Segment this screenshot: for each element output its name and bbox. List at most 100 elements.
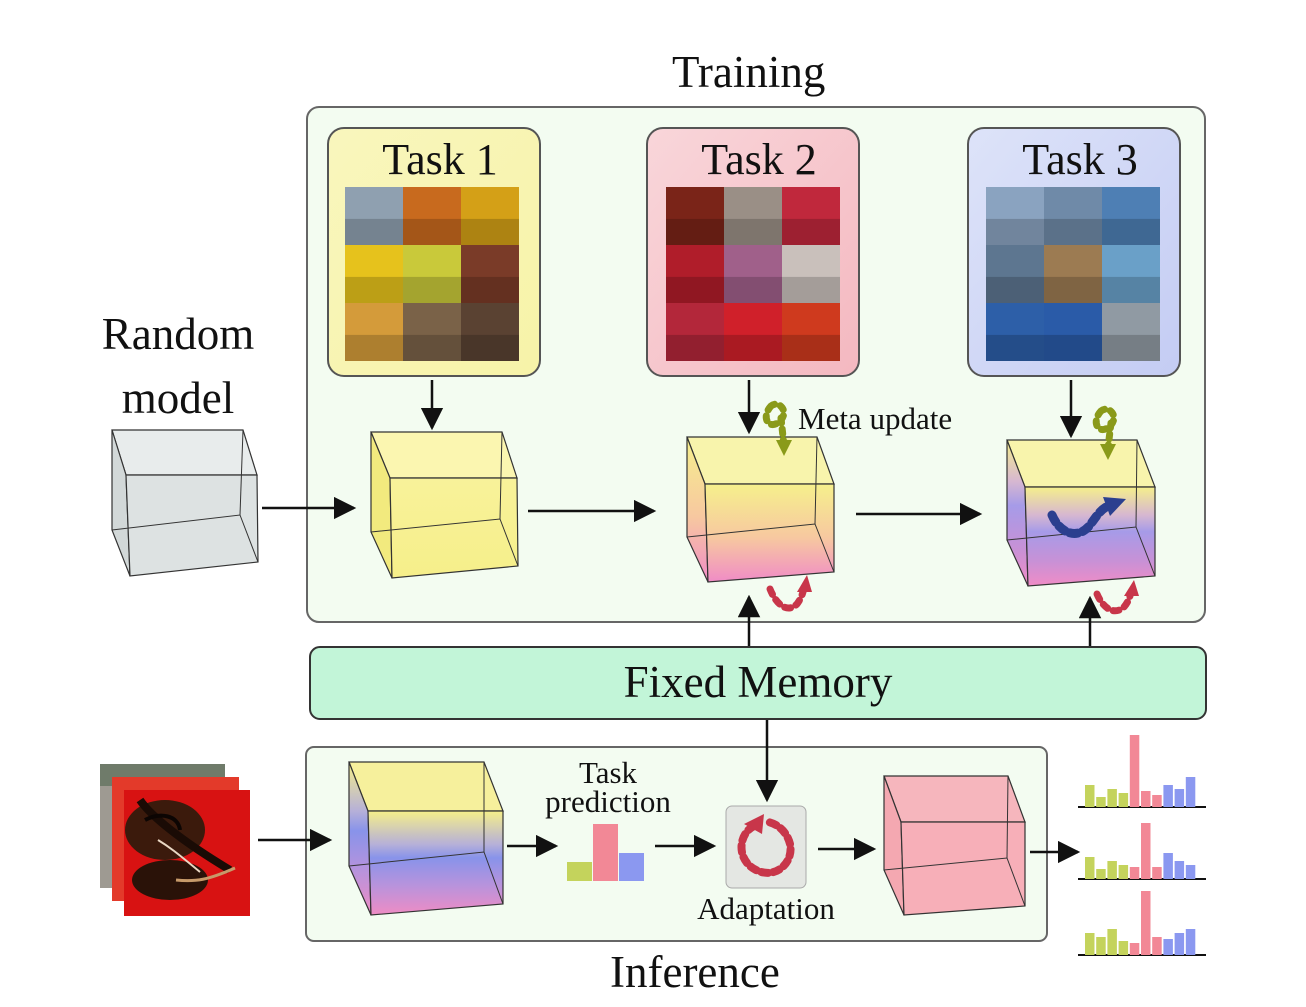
thumbnail-shade bbox=[403, 218, 461, 245]
thumbnail-image bbox=[724, 187, 782, 245]
thumbnail-shade bbox=[345, 218, 403, 245]
thumbnail-shade bbox=[986, 218, 1044, 245]
task-3-image-grid bbox=[986, 187, 1160, 361]
meta-update-arrowhead-task2 bbox=[776, 440, 792, 456]
thumbnail-shade bbox=[986, 276, 1044, 303]
thumbnail-image bbox=[666, 303, 724, 361]
task-3-label: Task 3 bbox=[1022, 135, 1138, 184]
task-1-image-grid bbox=[345, 187, 519, 361]
thumbnail-image bbox=[782, 303, 840, 361]
histogram-bar bbox=[1118, 793, 1129, 807]
adaptation-icon bbox=[725, 805, 807, 889]
histogram-bar bbox=[1107, 861, 1117, 879]
histogram-bar bbox=[1129, 943, 1140, 955]
model-cube-task-2 bbox=[686, 436, 835, 583]
thumbnail-image bbox=[403, 245, 461, 303]
histogram-bar bbox=[1152, 867, 1162, 879]
thumbnail-image bbox=[461, 187, 519, 245]
histogram-bar bbox=[1141, 891, 1151, 955]
thumbnail-image bbox=[345, 187, 403, 245]
thumbnail-image bbox=[986, 245, 1044, 303]
thumbnail-shade bbox=[666, 334, 724, 361]
thumbnail-shade bbox=[461, 334, 519, 361]
thumbnail-shade bbox=[1102, 276, 1160, 303]
histogram-bar bbox=[1152, 937, 1162, 955]
thumbnail-image bbox=[461, 245, 519, 303]
task-2-label: Task 2 bbox=[701, 135, 817, 184]
meta-update-label: Meta update bbox=[798, 401, 953, 436]
input-image-stack bbox=[100, 764, 250, 916]
fixed-memory-label: Fixed Memory bbox=[623, 657, 893, 707]
thumbnail-shade bbox=[1102, 334, 1160, 361]
histogram-bar bbox=[1163, 785, 1173, 807]
histogram-bar bbox=[1174, 861, 1185, 879]
histogram-bar bbox=[1085, 785, 1095, 807]
output-histograms bbox=[1078, 735, 1206, 956]
histogram-bar bbox=[1185, 777, 1196, 807]
histogram-bar bbox=[1085, 933, 1095, 955]
prediction-bar-task2 bbox=[593, 824, 618, 881]
thumbnail-shade bbox=[403, 334, 461, 361]
histogram-bar bbox=[1152, 795, 1162, 807]
task-3-panel bbox=[967, 127, 1181, 377]
thumbnail-image bbox=[666, 187, 724, 245]
model-cube-task-3 bbox=[1006, 439, 1156, 587]
thumbnail-image bbox=[403, 187, 461, 245]
thumbnail-shade bbox=[724, 276, 782, 303]
inference-title: Inference bbox=[610, 947, 780, 997]
histogram-bar bbox=[1129, 867, 1140, 879]
thumbnail-shade bbox=[1102, 218, 1160, 245]
task-2-panel bbox=[646, 127, 860, 377]
histogram-bar bbox=[1163, 853, 1173, 879]
replay-arrowhead-task2 bbox=[797, 575, 812, 592]
thumbnail-image bbox=[1044, 187, 1102, 245]
thumbnail-image bbox=[782, 187, 840, 245]
meta-update-arrow-task3 bbox=[1092, 405, 1118, 452]
meta-update-arrowhead-task3 bbox=[1100, 444, 1116, 460]
histogram-bar bbox=[1096, 937, 1106, 955]
trajectory-arrowhead-task3 bbox=[1103, 497, 1126, 516]
thumbnail-image bbox=[1102, 245, 1160, 303]
adapted-model-cube bbox=[883, 775, 1026, 916]
thumbnail-image bbox=[1044, 303, 1102, 361]
thumbnail-shade bbox=[782, 276, 840, 303]
histogram-bar bbox=[1096, 869, 1106, 879]
histogram-bar bbox=[1141, 791, 1151, 807]
thumbnail-shade bbox=[403, 276, 461, 303]
histogram-bar bbox=[1107, 789, 1117, 807]
thumbnail-image bbox=[724, 245, 782, 303]
histogram-bar bbox=[1129, 735, 1140, 807]
histogram-bar bbox=[1163, 939, 1173, 955]
histogram-bar bbox=[1185, 865, 1196, 879]
thumbnail-image bbox=[403, 303, 461, 361]
thumbnail-shade bbox=[666, 276, 724, 303]
thumbnail-shade bbox=[345, 334, 403, 361]
thumbnail-image bbox=[666, 245, 724, 303]
adaptation-label: Adaptation bbox=[697, 891, 835, 926]
task-prediction-chart bbox=[567, 824, 644, 881]
thumbnail-shade bbox=[461, 276, 519, 303]
histogram-bar bbox=[1185, 929, 1196, 955]
random-model-cube bbox=[111, 429, 259, 577]
thumbnail-shade bbox=[782, 334, 840, 361]
thumbnail-image bbox=[1102, 187, 1160, 245]
thumbnail-shade bbox=[1044, 334, 1102, 361]
prediction-bar-task3 bbox=[619, 853, 644, 881]
thumbnail-image bbox=[986, 303, 1044, 361]
thumbnail-image bbox=[782, 245, 840, 303]
task-prediction-label-line2: prediction bbox=[545, 784, 671, 819]
thumbnail-shade bbox=[1044, 218, 1102, 245]
histogram-bar bbox=[1118, 865, 1129, 879]
thumbnail-image bbox=[345, 245, 403, 303]
task-1-panel bbox=[327, 127, 541, 377]
thumbnail-shade bbox=[782, 218, 840, 245]
thumbnail-image bbox=[1102, 303, 1160, 361]
thumbnail-image bbox=[724, 303, 782, 361]
task-prediction-label-line1: Task bbox=[578, 755, 638, 790]
histogram-bar bbox=[1085, 857, 1095, 879]
thumbnail-shade bbox=[724, 218, 782, 245]
thumbnail-image bbox=[345, 303, 403, 361]
inference-model-cube bbox=[348, 761, 504, 916]
